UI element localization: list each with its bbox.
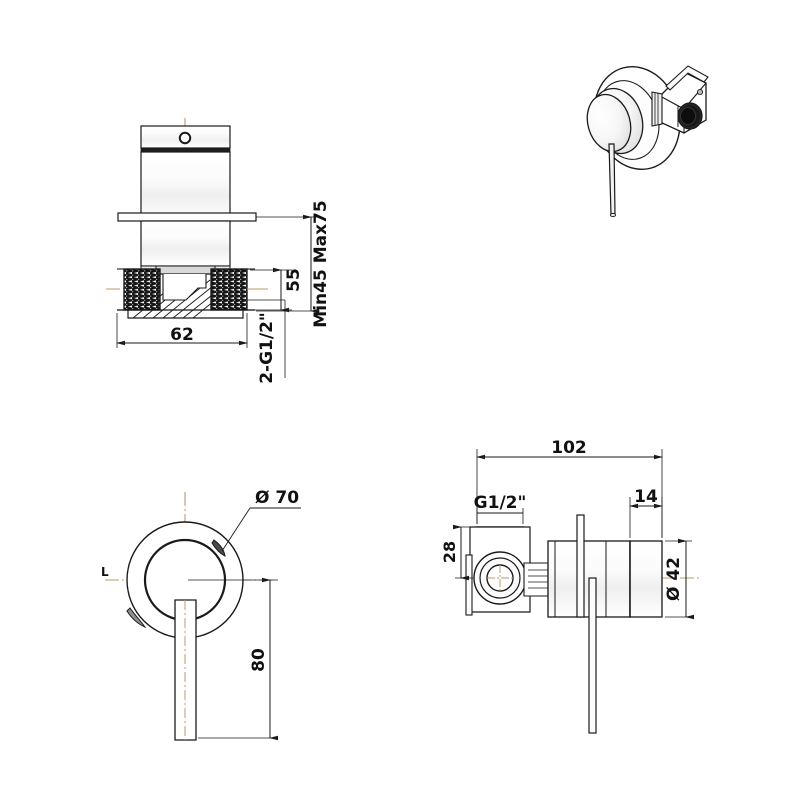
inlet-thread-left [123, 268, 161, 311]
grub-screw-hole [178, 131, 192, 145]
dimension-62: 62 [116, 313, 248, 348]
side-end-cap [629, 540, 663, 618]
front-notch-upper-right [211, 539, 226, 557]
lower-barrel [140, 220, 231, 267]
dimension-label-80: 80 [249, 648, 269, 672]
dimension-label-55: 55 [284, 268, 304, 292]
wall-plate [117, 212, 257, 222]
iso-handle-tip [610, 212, 616, 218]
callout-label-thread: 2-G1/2" [257, 312, 277, 384]
cartridge-collar [155, 265, 216, 275]
dimension-diameter-42: Ø 42 [664, 538, 694, 620]
callout-diameter-70: Ø 70 [221, 488, 301, 552]
dimension-14: 14 [629, 487, 663, 538]
inlet-thread-right [210, 268, 248, 311]
dimension-label-102: 102 [551, 438, 587, 458]
view-section: 62 55 Min45 Max75 2-G1/2" [106, 118, 331, 384]
iso-lever-handle [608, 143, 616, 216]
iso-neck-ribs [654, 93, 659, 125]
iso-outlet-bore [680, 107, 696, 125]
leader-diagonal [221, 507, 251, 552]
callout-2-g-half: 2-G1/2" [247, 299, 286, 384]
dimension-label-range: Min45 Max75 [311, 200, 331, 327]
side-lever-upper [576, 514, 585, 618]
view-side: 102 14 28 Ø 42 [440, 438, 700, 734]
view-isometric [586, 65, 709, 218]
dimension-label-14: 14 [634, 487, 658, 507]
internal-waterway [162, 274, 207, 301]
side-lever-handle [588, 577, 597, 734]
side-neck [523, 562, 549, 597]
dimension-min45-max75: Min45 Max75 [256, 200, 331, 328]
dimension-label-62: 62 [170, 325, 194, 345]
front-notch-lower-left [126, 607, 147, 629]
view-front: L Ø 70 80 [101, 488, 301, 741]
dimension-28: 28 [440, 524, 473, 581]
callout-label-d70: Ø 70 [255, 488, 299, 508]
callout-label-g-half: G1/2" [474, 493, 527, 513]
upper-barrel [140, 151, 231, 223]
dimension-label-28: 28 [440, 541, 459, 563]
side-left-stub [465, 554, 473, 616]
dimension-80: 80 [188, 577, 278, 741]
dimension-label-d42: Ø 42 [664, 557, 684, 601]
front-left-tick: L [101, 565, 109, 579]
side-neck-lines [528, 569, 548, 589]
iso-bracket-arch [665, 65, 709, 91]
front-lever-handle [174, 599, 197, 741]
iso-bracket-screw [696, 88, 704, 96]
callout-g-half-side: G1/2" [474, 493, 527, 524]
iso-neck [651, 91, 663, 127]
iso-knob-face [586, 93, 632, 153]
